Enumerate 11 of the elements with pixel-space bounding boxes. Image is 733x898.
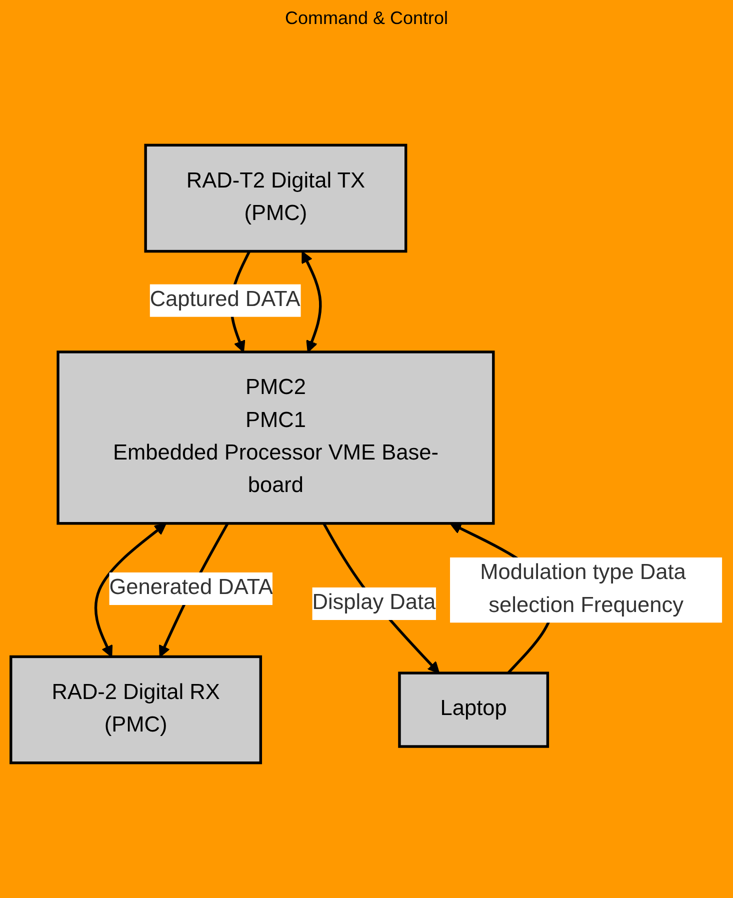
node-box: PMC2 PMC1 Embedded Processor VME Base-board [56,350,495,525]
node-box: RAD-T2 Digital TX (PMC) [144,144,408,253]
node-box: RAD-2 Digital RX (PMC) [10,655,262,764]
edge-label: Modulation type Data selection Frequency [480,561,686,618]
edge-label: Captured DATA [150,288,300,312]
arrow [94,523,166,658]
arrow [302,251,322,352]
edge-label: Generated DATA [109,576,273,600]
edge-label: Display Data [312,591,436,615]
note-text: Command & Control [284,8,450,29]
node-box: Laptop [398,672,550,748]
